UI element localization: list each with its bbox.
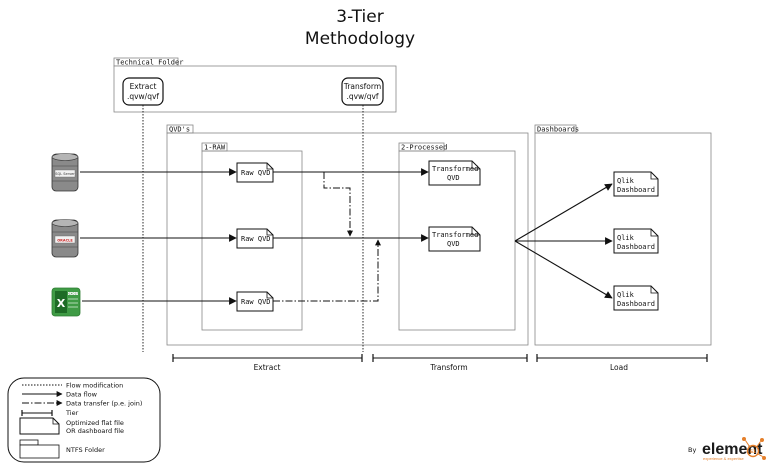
raw-qvd-label-2: Raw QVD: [241, 235, 271, 243]
transform-app-box: Transform .qvw/qvf: [341, 77, 384, 106]
element61-badge-icon: [746, 444, 760, 458]
qlik-dashboard-file-3: Qlik Dashboard: [613, 285, 659, 311]
raw-folder: 1-RAW: [201, 142, 303, 331]
oracle-label: ORACLE: [57, 238, 73, 242]
qlik-dashboard-file-1: Qlik Dashboard: [613, 171, 659, 197]
legend-tier-symbol: [21, 410, 53, 416]
transformed-qvd-label-line2-2: QVD: [447, 240, 460, 248]
raw-qvd-label-3: Raw QVD: [241, 298, 271, 306]
sql-server-database-icon: SQL Server: [51, 153, 79, 192]
raw-qvd-file-2: Raw QVD: [236, 228, 274, 249]
qlik-dashboard-label-line1-3: Qlik: [617, 291, 635, 299]
legend-data-flow-label: Data flow: [66, 391, 98, 399]
legend-tier-label: Tier: [65, 409, 79, 417]
element61-logo: By element experience & expertise 61: [688, 437, 766, 461]
extract-app-box: Extract .qvw/qvf: [122, 77, 164, 106]
qlik-dashboard-label-line1-2: Qlik: [617, 234, 635, 242]
qlik-dashboard-label-line2-1: Dashboard: [617, 186, 655, 194]
legend-file-symbol: [19, 417, 60, 435]
transformed-qvd-label-line1-2: Transformed: [432, 231, 478, 239]
processed-folder-label: 2-Processed: [401, 144, 447, 152]
qvds-folder-label: QVD's: [169, 126, 190, 134]
excel-label: excel: [68, 292, 77, 296]
extract-app-line1: Extract: [130, 82, 157, 91]
transformed-qvd-file-1: Transformed QVD: [428, 160, 481, 186]
legend-folder-label: NTFS Folder: [66, 446, 105, 454]
tier-load: Load: [536, 354, 708, 372]
technical-folder-label: Technical Folder: [116, 59, 183, 67]
qlik-dashboard-label-line1-1: Qlik: [617, 177, 635, 185]
extract-app-line2: .qvw/qvf: [127, 92, 159, 101]
tier-load-label: Load: [610, 363, 628, 372]
qvds-folder: QVD's: [166, 124, 529, 346]
qlik-dashboard-file-2: Qlik Dashboard: [613, 228, 659, 254]
raw-qvd-file-3: Raw QVD: [236, 291, 274, 312]
legend-data-transfer-label: Data transfer (p.e. join): [66, 400, 142, 408]
transform-app-line2: .qvw/qvf: [346, 92, 378, 101]
diagram-title-line1: 3-Tier: [336, 7, 383, 27]
transformed-qvd-label-line2-1: QVD: [447, 174, 460, 182]
raw-qvd-label-1: Raw QVD: [241, 169, 271, 177]
excel-file-icon: X excel: [51, 287, 81, 317]
legend: Flow modification Data flow Data transfe…: [7, 377, 161, 463]
legend-file-label-line1: Optimized flat file: [66, 419, 124, 427]
diagram-title-line2: Methodology: [305, 29, 415, 49]
sql-server-label: SQL Server: [55, 172, 75, 176]
dashboards-folder-label: Dashboards: [537, 126, 579, 134]
dashboards-folder: Dashboards: [534, 124, 712, 346]
data-flow-to-dashboard-3: [514, 240, 613, 299]
transformed-qvd-file-2: Transformed QVD: [428, 226, 481, 252]
legend-file-label-line2: OR dashboard file: [66, 427, 124, 435]
transformed-qvd-label-line1-1: Transformed: [432, 165, 478, 173]
data-transfer-join-up: [273, 239, 381, 302]
tier-transform: Transform: [372, 354, 528, 372]
transform-app-line1: Transform: [343, 82, 381, 91]
legend-folder-symbol: [19, 439, 60, 459]
raw-folder-label: 1-RAW: [204, 144, 226, 152]
data-flow-to-dashboard-1: [514, 183, 613, 242]
qlik-dashboard-label-line2-3: Dashboard: [617, 300, 655, 308]
branding-sub: experience & expertise: [703, 456, 744, 461]
legend-flow-modification-label: Flow modification: [66, 382, 123, 390]
raw-qvd-file-1: Raw QVD: [236, 162, 274, 183]
tier-extract: Extract: [172, 354, 363, 372]
svg-text:X: X: [57, 297, 66, 310]
tier-transform-label: Transform: [429, 363, 467, 372]
branding-by-label: By: [688, 446, 696, 454]
branding-badge-text: 61: [750, 449, 756, 455]
oracle-database-icon: ORACLE: [51, 219, 79, 258]
data-transfer-join-down: [323, 172, 353, 237]
tier-extract-label: Extract: [254, 363, 281, 372]
qlik-dashboard-label-line2-2: Dashboard: [617, 243, 655, 251]
